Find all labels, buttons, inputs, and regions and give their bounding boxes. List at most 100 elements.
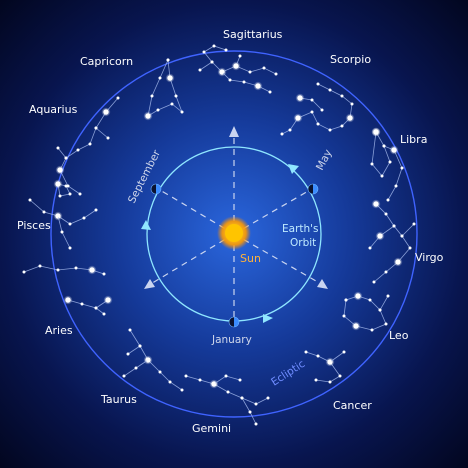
star-glow xyxy=(371,127,381,137)
label-taurus: Taurus xyxy=(100,393,137,406)
label-capricorn: Capricorn xyxy=(80,55,133,68)
star-icon xyxy=(384,212,388,216)
star-icon xyxy=(68,192,72,196)
star-glow xyxy=(253,81,263,91)
sun-label: Sun xyxy=(240,252,261,265)
star-icon xyxy=(102,312,106,316)
star-icon xyxy=(184,374,188,378)
star-icon xyxy=(254,422,258,426)
star-icon xyxy=(328,128,332,132)
constellation-line xyxy=(329,351,345,363)
constellation-capricorn xyxy=(143,58,184,121)
star-icon xyxy=(68,246,72,250)
earth-january-icon xyxy=(228,316,240,328)
star-icon xyxy=(316,122,320,126)
star-icon xyxy=(370,162,374,166)
label-cancer: Cancer xyxy=(333,399,372,412)
star-icon xyxy=(274,72,278,76)
constellation-line xyxy=(305,351,341,383)
constellation-line xyxy=(29,199,97,225)
sun-icon xyxy=(225,224,243,242)
star-icon xyxy=(56,182,60,186)
earth-may-icon xyxy=(307,183,319,195)
orbit-arrowheads xyxy=(141,164,299,323)
star-icon xyxy=(394,184,398,188)
star-glow xyxy=(345,113,355,123)
constellation-line xyxy=(373,203,411,283)
star-icon xyxy=(38,264,42,268)
constellation-pisces xyxy=(22,179,106,276)
star-icon xyxy=(328,360,332,364)
star-icon xyxy=(158,76,162,80)
star-icon xyxy=(126,352,130,356)
star-icon xyxy=(338,374,342,378)
star-icon xyxy=(80,302,84,306)
star-icon xyxy=(106,136,110,140)
star-icon xyxy=(240,396,244,400)
star-icon xyxy=(370,328,374,332)
constellation-aquarius xyxy=(55,96,120,196)
star-icon xyxy=(368,246,372,250)
label-gemini: Gemini xyxy=(192,422,231,435)
star-icon xyxy=(400,234,404,238)
star-icon xyxy=(380,174,384,178)
star-icon xyxy=(102,272,106,276)
star-icon xyxy=(168,380,172,384)
star-icon xyxy=(94,208,98,212)
star-icon xyxy=(212,44,216,48)
star-icon xyxy=(138,344,142,348)
label-virgo: Virgo xyxy=(415,251,444,264)
star-glow xyxy=(293,113,303,123)
star-glow xyxy=(351,321,361,331)
constellation-scorpio xyxy=(280,82,355,136)
star-glow xyxy=(375,231,385,241)
star-icon xyxy=(378,308,382,312)
star-icon xyxy=(28,198,32,202)
star-icon xyxy=(116,96,120,100)
star-icon xyxy=(150,94,154,98)
star-icon xyxy=(248,410,252,414)
star-icon xyxy=(388,160,392,164)
star-icon xyxy=(238,378,242,382)
star-icon xyxy=(268,90,272,94)
constellation-sagittarius xyxy=(198,44,278,94)
star-icon xyxy=(158,370,162,374)
star-glow xyxy=(101,107,111,117)
star-icon xyxy=(280,132,284,136)
star-icon xyxy=(42,210,46,214)
star-glow xyxy=(143,111,153,121)
star-icon xyxy=(166,58,170,62)
star-icon xyxy=(238,54,242,58)
star-icon xyxy=(174,94,178,98)
star-icon xyxy=(180,388,184,392)
star-icon xyxy=(74,266,78,270)
star-icon xyxy=(320,108,324,112)
star-icon xyxy=(316,354,320,358)
orbit-arrow-bottom-icon xyxy=(263,314,273,323)
constellation-line xyxy=(203,45,227,63)
star-icon xyxy=(78,192,82,196)
star-icon xyxy=(56,146,60,150)
star-icon xyxy=(328,380,332,384)
label-scorpio: Scorpio xyxy=(330,53,371,66)
constellation-aries xyxy=(63,295,113,316)
star-icon xyxy=(266,396,270,400)
ecliptic-circle xyxy=(50,50,418,418)
star-icon xyxy=(386,198,390,202)
constellation-line xyxy=(57,147,67,159)
star-icon xyxy=(386,294,390,298)
earth-september-icon xyxy=(150,183,162,195)
star-glow xyxy=(371,199,381,209)
star-icon xyxy=(134,366,138,370)
star-icon xyxy=(310,110,314,114)
star-icon xyxy=(344,298,348,302)
star-glow xyxy=(103,295,113,305)
orbit-label-line2: Orbit xyxy=(290,237,316,249)
star-icon xyxy=(76,148,80,152)
star-icon xyxy=(408,246,412,250)
star-icon xyxy=(122,374,126,378)
constellation-line xyxy=(67,299,105,315)
constellation-leo xyxy=(342,291,390,332)
